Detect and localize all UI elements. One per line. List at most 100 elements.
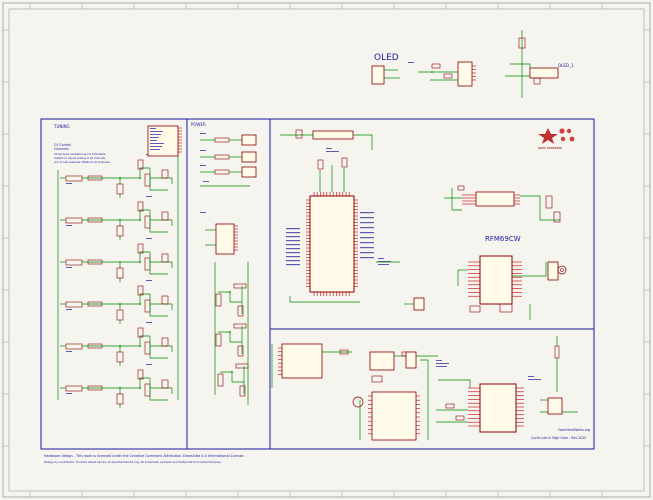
net-label <box>286 260 300 262</box>
resistor-symbol <box>214 137 230 143</box>
junction-dot <box>229 291 231 293</box>
resistor-symbol <box>235 363 249 369</box>
net-label <box>286 252 300 254</box>
resistor-symbol <box>161 169 169 179</box>
resistor-symbol <box>518 37 526 49</box>
wire <box>149 252 168 275</box>
logo-text: open hardware <box>538 146 562 150</box>
resistor-symbol <box>144 299 151 313</box>
resistor-symbol <box>137 243 144 254</box>
resistor-symbol <box>215 293 222 307</box>
ic-symbol <box>241 151 257 163</box>
resistor-symbol <box>341 157 348 168</box>
ic-symbol <box>241 134 257 146</box>
resistor-symbol <box>233 283 247 289</box>
wire <box>150 303 173 310</box>
resistor-symbol <box>116 183 124 195</box>
net-label <box>150 134 161 135</box>
net-label <box>66 393 72 394</box>
ic-symbol <box>312 130 354 140</box>
resistor-symbol <box>499 303 513 313</box>
junction-dot <box>231 371 233 373</box>
resistor-symbol <box>116 393 124 405</box>
wire <box>82 177 121 184</box>
resistor-symbol <box>144 257 151 271</box>
net-label <box>150 146 162 147</box>
wire <box>150 345 173 352</box>
net-label <box>150 149 160 150</box>
net-label <box>360 252 374 254</box>
resistor-symbol <box>137 285 144 296</box>
wire <box>82 345 121 352</box>
net-label <box>378 264 389 265</box>
net-label <box>378 258 384 259</box>
section-power-label: POWER <box>191 122 206 127</box>
wire <box>149 378 168 401</box>
junction-dot <box>139 303 141 305</box>
note-line: Channels <box>54 147 69 151</box>
wire <box>120 293 150 305</box>
net-label <box>66 309 72 310</box>
section-tuning-label: TUNING <box>53 124 70 129</box>
resistor-symbol <box>137 369 144 380</box>
resistor-symbol <box>144 173 151 187</box>
net-label <box>150 137 159 138</box>
junction-dot <box>119 387 121 389</box>
wire <box>82 219 121 226</box>
resistor-symbol <box>137 201 144 212</box>
net-label <box>150 140 157 141</box>
ic-symbol <box>529 67 559 79</box>
net-label <box>286 248 300 250</box>
net-label <box>286 236 300 238</box>
ic-symbol <box>371 65 385 85</box>
ic-symbol <box>281 343 323 379</box>
ic-symbol <box>479 383 517 433</box>
resistor-symbol <box>144 215 151 229</box>
resistor-symbol <box>161 211 169 221</box>
net-label <box>150 128 156 129</box>
resistor-symbol <box>214 154 230 160</box>
wire <box>438 379 471 388</box>
resistor-symbol <box>371 375 383 383</box>
net-label <box>203 181 209 182</box>
resistor-symbol <box>455 415 465 421</box>
wire <box>120 251 150 263</box>
wire <box>520 195 541 220</box>
net-label <box>146 322 152 323</box>
junction-dot <box>139 387 141 389</box>
net-label <box>360 222 374 224</box>
wire <box>353 134 373 150</box>
net-label <box>528 376 534 377</box>
antenna-connector <box>560 268 564 272</box>
resistor-symbol <box>445 403 455 409</box>
net-label <box>360 212 374 214</box>
ic-symbol <box>547 397 563 415</box>
resistor-symbol <box>237 305 244 317</box>
wire <box>510 63 531 68</box>
net-label <box>146 238 152 239</box>
resistor-symbol <box>457 185 465 191</box>
resistor-symbol <box>65 259 83 266</box>
net-label <box>146 364 152 365</box>
wire <box>289 296 360 303</box>
resistor-symbol <box>161 337 169 347</box>
wire <box>82 387 121 394</box>
resistor-symbol <box>215 333 222 347</box>
wire <box>120 167 150 179</box>
resistor-symbol <box>217 373 224 387</box>
net-label <box>66 351 72 352</box>
net-label <box>360 242 374 244</box>
resistor-symbol <box>553 211 561 223</box>
resistor-symbol <box>116 267 124 279</box>
net-label <box>360 257 374 259</box>
wire <box>512 262 547 277</box>
wire <box>82 303 121 310</box>
ic-symbol <box>479 255 513 305</box>
net-label <box>286 232 300 234</box>
net-label <box>200 150 206 151</box>
net-label <box>360 217 374 219</box>
junction-dot <box>119 345 121 347</box>
wire <box>120 335 150 347</box>
resistor-symbol <box>144 341 151 355</box>
resistor-symbol <box>161 379 169 389</box>
